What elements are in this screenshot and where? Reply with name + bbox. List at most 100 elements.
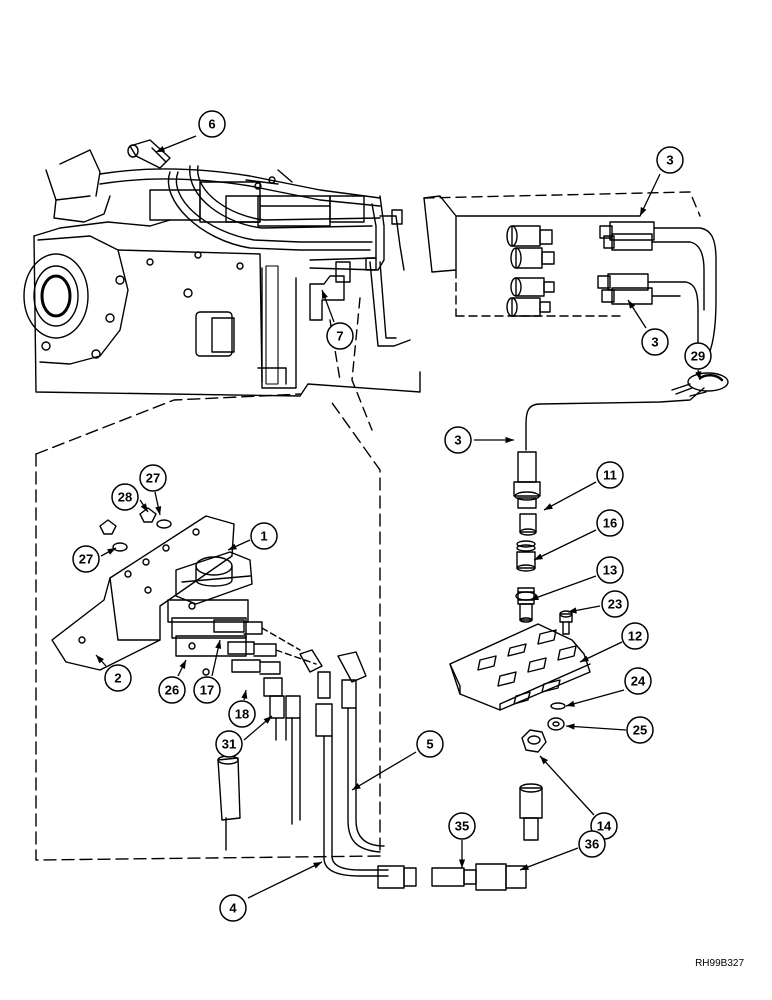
callout-arrowhead <box>640 207 647 216</box>
callout-arrowhead <box>458 859 466 868</box>
callout-circle <box>656 146 684 174</box>
callout-arrowhead <box>568 607 577 614</box>
callout-circle <box>139 464 167 492</box>
callout-leader <box>539 755 595 816</box>
callout-circle <box>444 426 472 454</box>
callout-label: 5 <box>426 737 433 752</box>
lockwasher-part-25 <box>547 717 565 731</box>
callout-arrowhead <box>534 553 543 560</box>
callout-27: 27 <box>139 464 167 516</box>
callout-circle <box>596 461 624 489</box>
callout-arrowhead <box>695 371 702 380</box>
callout-arrowhead <box>140 503 148 512</box>
callout-label: 26 <box>165 683 179 698</box>
callout-arrowhead <box>313 862 322 869</box>
callout-label: 4 <box>229 901 237 916</box>
callout-label: 14 <box>597 819 612 834</box>
callout-label: 13 <box>603 563 617 578</box>
callout-label: 1 <box>260 529 267 544</box>
callout-arrowhead <box>241 690 248 699</box>
callout-leader <box>519 847 579 871</box>
callout-3: 3 <box>444 426 514 454</box>
callout-label: 17 <box>200 683 214 698</box>
callout-arrowhead <box>566 723 575 730</box>
callout-label: 11 <box>603 468 617 483</box>
callout-circle <box>601 590 629 618</box>
callout-circle <box>104 664 132 692</box>
callout-arrowhead <box>530 594 539 601</box>
callout-label: 2 <box>114 671 121 686</box>
callout-35: 35 <box>448 812 476 868</box>
callout-circle <box>158 676 186 704</box>
callout-circle <box>111 483 139 511</box>
coupler-panel <box>423 191 717 361</box>
mounting-plate-part-12 <box>449 623 591 711</box>
callout-arrowhead <box>96 655 104 664</box>
callout-arrowhead <box>263 716 272 724</box>
clip-part-29 <box>671 372 729 395</box>
plug-part-6 <box>127 139 171 169</box>
callout-label: 3 <box>651 335 658 350</box>
figure-reference-code: RH99B327 <box>695 958 744 969</box>
callout-arrowhead <box>520 864 529 870</box>
callout-label: 27 <box>79 552 93 567</box>
callout-36: 36 <box>519 830 606 871</box>
callout-circle <box>250 522 278 550</box>
callout-arrowhead <box>544 503 553 510</box>
callout-29: 29 <box>684 342 712 381</box>
callout-28: 28 <box>111 483 149 513</box>
callout-label: 27 <box>146 471 160 486</box>
callout-12: 12 <box>579 622 649 663</box>
callout-circle <box>596 556 624 584</box>
callout-circle <box>578 830 606 858</box>
callout-17: 17 <box>193 639 222 704</box>
callout-arrowhead <box>580 655 589 662</box>
callout-circle <box>326 322 354 350</box>
callout-arrowhead <box>179 660 186 669</box>
callout-label: 36 <box>585 837 599 852</box>
quick-coupler-stack <box>513 451 541 623</box>
callout-3: 3 <box>627 299 669 356</box>
bottom-coupling <box>377 783 543 891</box>
callout-13: 13 <box>529 556 624 601</box>
callout-circle <box>72 545 100 573</box>
callout-label: 7 <box>336 329 343 344</box>
washer-part-24 <box>550 702 566 710</box>
callout-circle <box>684 342 712 370</box>
callout-label: 25 <box>633 723 647 738</box>
callout-25: 25 <box>565 716 654 744</box>
callout-circle <box>219 894 247 922</box>
callout-14: 14 <box>539 755 618 840</box>
callout-31: 31 <box>215 715 273 758</box>
callout-arrowhead <box>322 290 328 299</box>
callout-24: 24 <box>565 667 652 707</box>
callout-label: 24 <box>631 674 646 689</box>
callout-arrowhead <box>566 700 575 707</box>
callout-27: 27 <box>72 545 117 573</box>
callout-leader <box>565 689 625 707</box>
callout-4: 4 <box>219 861 323 922</box>
callout-leader <box>529 575 597 601</box>
callout-1: 1 <box>227 522 278 551</box>
bolt-part-23 <box>559 610 573 635</box>
callout-circle <box>596 509 624 537</box>
callout-circle <box>198 110 226 138</box>
callout-label: 29 <box>691 349 705 364</box>
callout-18: 18 <box>228 689 256 728</box>
callout-6: 6 <box>155 110 226 153</box>
callout-label: 28 <box>118 490 132 505</box>
callout-circle <box>448 812 476 840</box>
callout-label: 35 <box>455 819 469 834</box>
callout-circle <box>624 667 652 695</box>
callout-arrowhead <box>228 543 237 550</box>
rear-housing-assembly <box>23 149 421 397</box>
callout-circle <box>228 700 256 728</box>
callout-arrowhead <box>540 756 548 765</box>
callout-circle <box>621 622 649 650</box>
callout-arrowhead <box>215 640 222 649</box>
valve-bracket-assembly <box>35 393 381 861</box>
callout-arrowhead <box>352 783 361 790</box>
callout-label: 3 <box>454 433 461 448</box>
callout-26: 26 <box>158 659 187 704</box>
